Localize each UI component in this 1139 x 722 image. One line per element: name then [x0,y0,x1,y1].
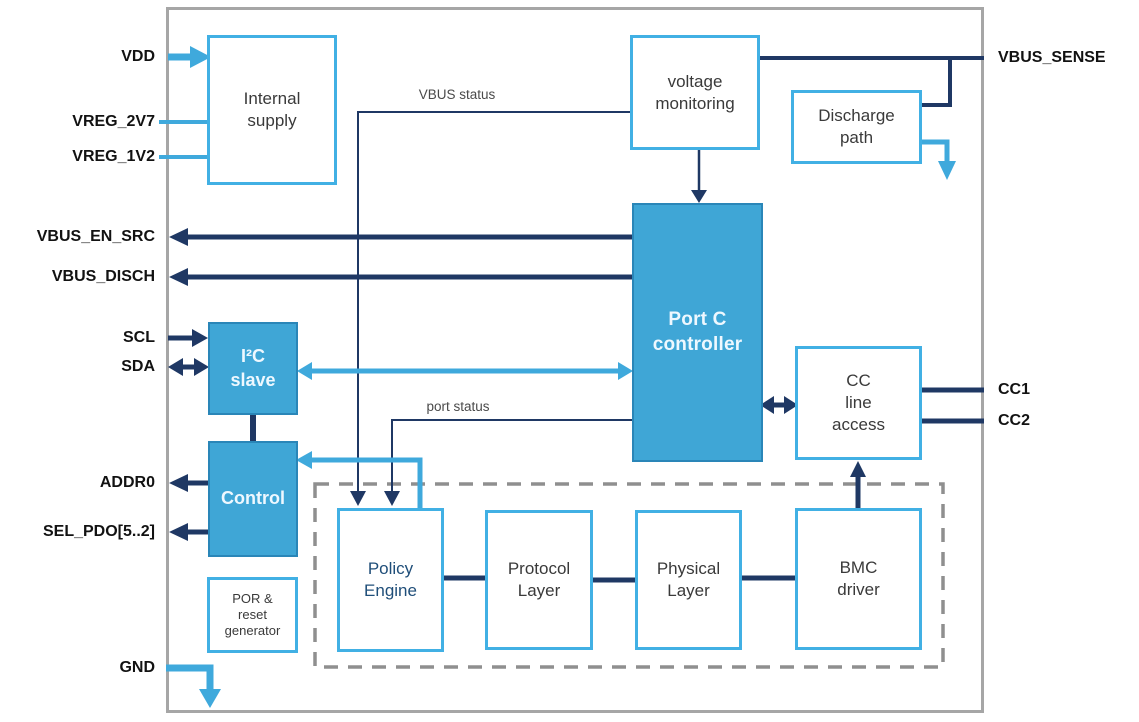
protocol-layer-block: Protocol Layer [485,510,593,650]
discharge-path-block: Discharge path [791,90,922,164]
voltage-monitoring-block: voltage monitoring [630,35,760,150]
pin-label-cc2: CC2 [998,412,1031,429]
pin-label-vreg-1v2: VREG_1V2 [72,148,155,165]
physical-layer-block: Physical Layer [635,510,742,650]
chip-outline [166,7,984,713]
physical-layer-label: Physical Layer [656,559,721,600]
internal-supply-label: Internal supply [243,89,301,130]
vbus-en-src-output-arrow [169,228,632,246]
vbus-status-wire [350,111,630,506]
port-status-wire [384,419,632,506]
vbus-status-annotation: VBUS status [418,87,496,102]
control-block: Control [208,441,298,557]
policy-engine-block: Policy Engine [337,508,444,652]
voltage-monitoring-label: voltage monitoring [655,71,735,113]
pin-label-cc1: CC1 [998,381,1031,398]
policy-engine-label: Policy Engine [364,559,417,600]
navy-wires [168,56,984,583]
bmc-to-cc-access-arrow [850,461,866,508]
pin-label-sel-pdo: SEL_PDO[5..2] [42,523,155,540]
pin-label-vbus-disch: VBUS_DISCH [51,268,155,285]
sel-pdo-output-arrow [169,523,208,541]
discharge-path-label: Discharge path [818,106,895,147]
por-reset-generator-block: POR & reset generator [207,577,298,653]
port-c-controller-block: Port C controller [632,203,763,462]
por-reset-generator-label: POR & reset generator [224,590,281,639]
light-blue-wires [159,46,956,708]
bmc-driver-label: BMC driver [837,558,880,599]
voltage-monitoring-to-port-c-arrow [691,150,707,203]
control-label: Control [221,488,285,509]
pin-label-vreg-2v7: VREG_2V7 [72,113,155,130]
port-status-annotation: port status [426,399,490,414]
port-c-to-cc-access-bidirectional-arrow [760,396,798,414]
discharge-output-arrow [922,139,956,180]
vbus-sense-wire [760,56,984,107]
cc-line-access-block: CC line access [795,346,922,460]
protocol-layer-label: Protocol Layer [507,559,571,600]
vbus-disch-output-arrow [169,268,632,286]
i2c-to-port-c-bidirectional-arrow [297,362,633,380]
pin-label-vdd: VDD [121,48,155,65]
pin-label-addr0: ADDR0 [99,474,155,491]
internal-supply-block: Internal supply [207,35,337,185]
policy-to-control-arrow [296,451,423,508]
pin-label-gnd: GND [119,659,155,676]
port-c-controller-label: Port C controller [652,309,743,355]
i2c-slave-block: I²C slave [208,322,298,415]
gnd-wire-arrow [166,664,221,708]
sda-bidirectional-arrow [168,358,209,376]
vdd-input-arrow [168,46,211,68]
scl-input-arrow [168,329,208,347]
addr0-output-arrow [169,474,208,492]
pin-label-vbus-sense: VBUS_SENSE [998,49,1106,66]
pin-label-scl: SCL [123,329,155,346]
pin-label-sda: SDA [121,358,155,375]
bmc-driver-block: BMC driver [795,508,922,650]
i2c-slave-label: I²C slave [230,346,276,390]
pin-label-vbus-en-src: VBUS_EN_SRC [36,228,155,245]
cc-line-access-label: CC line access [832,371,885,434]
usb-pd-stack-dashed-boundary [313,482,945,669]
